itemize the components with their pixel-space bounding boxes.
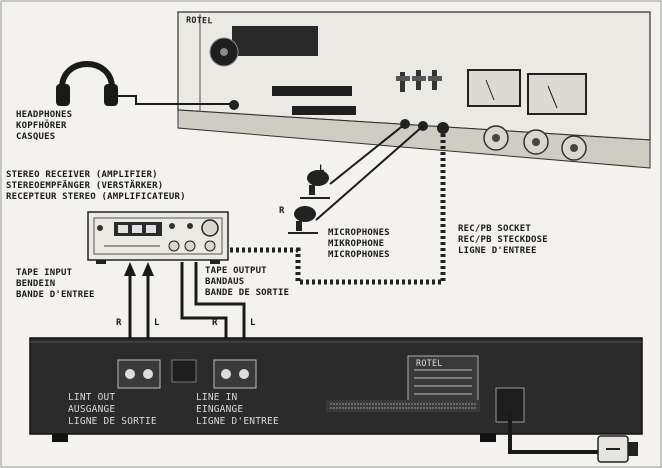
cable-l-left-marker: L bbox=[154, 318, 160, 328]
headphones-label: HEADPHONES KOPFHÖRER CASQUES bbox=[16, 110, 73, 142]
cassette-deck bbox=[177, 11, 651, 169]
cable-l-right-marker: L bbox=[250, 318, 256, 328]
volume-knob-icon bbox=[201, 219, 219, 237]
nameplate bbox=[407, 355, 479, 405]
line-out-label: LINT OUT AUSGANGE LIGNE DE SORTIE bbox=[68, 392, 157, 427]
warning-text-strip bbox=[326, 400, 480, 412]
rec-pb-socket-label: REC/PB SOCKET REC/PB STECKDOSE LIGNE D'E… bbox=[458, 224, 548, 256]
transport-keys bbox=[272, 86, 352, 96]
stereo-receiver bbox=[87, 211, 229, 264]
deck-brand-front: ROTEL bbox=[185, 15, 213, 27]
cable-r-left-marker: R bbox=[116, 318, 122, 328]
mic-left-marker: L bbox=[319, 164, 325, 174]
rec-pb-cable bbox=[228, 134, 446, 285]
headphones-icon bbox=[56, 61, 230, 106]
headphone-jack-icon bbox=[229, 100, 239, 110]
stereo-receiver-label: STEREO RECEIVER (AMPLIFIER) STEREOEMPFÄN… bbox=[6, 170, 186, 202]
cable-r-right-marker: R bbox=[212, 318, 218, 328]
tape-input-label: TAPE INPUT BENDEIN BANDE D'ENTREE bbox=[16, 268, 95, 300]
tape-output-label: TAPE OUTPUT BANDAUS BANDE DE SORTIE bbox=[205, 266, 290, 298]
vu-meter-left bbox=[467, 69, 521, 107]
deck-brand-rear: ROTEL bbox=[416, 359, 443, 369]
rec-pb-socket-icon bbox=[437, 122, 449, 134]
power-plug-icon bbox=[508, 410, 638, 463]
microphone-right-icon bbox=[288, 125, 424, 234]
microphones-label: MICROPHONES MIKROPHONE MICROPHONES bbox=[328, 228, 390, 260]
line-in-label: LINE IN EINGANGE LIGNE D'ENTREE bbox=[196, 392, 279, 427]
deck-rear-panel bbox=[29, 337, 643, 442]
microphone-left-icon bbox=[300, 123, 406, 199]
mic-right-marker: R bbox=[279, 206, 285, 216]
